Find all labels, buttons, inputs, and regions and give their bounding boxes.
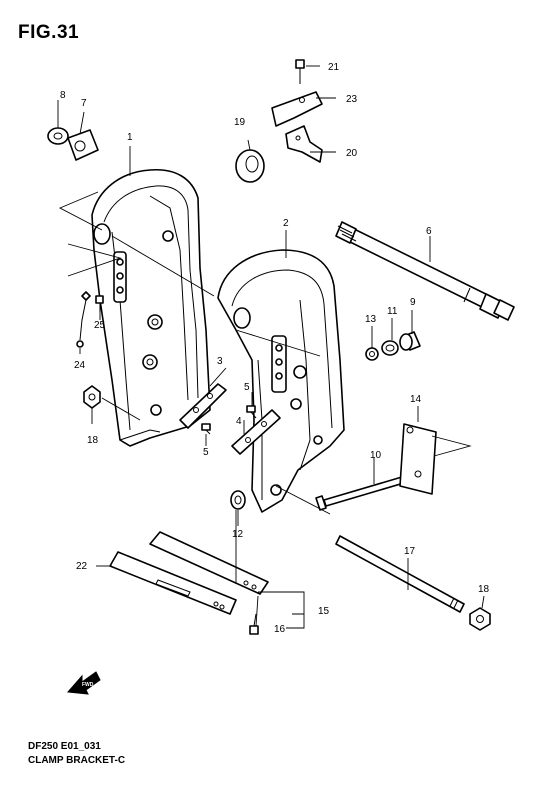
callout-labels: 1 2 3 4 5 5 6 7 8 9 10 11 12 13 14 15 16…	[60, 62, 490, 635]
ground-wire	[76, 291, 91, 348]
clamp-bracket-right	[217, 249, 345, 513]
callout-19: 19	[234, 117, 246, 128]
callout-14: 14	[410, 394, 422, 405]
clamp-bracket-left	[91, 168, 211, 447]
callout-25: 25	[94, 320, 106, 331]
nut-18-right	[469, 607, 491, 631]
bolt-5-lower	[201, 423, 211, 435]
callout-4: 4	[236, 416, 242, 427]
callout-12: 12	[232, 529, 244, 540]
washer-11	[381, 340, 399, 356]
callout-15: 15	[318, 606, 330, 617]
bolt-16	[249, 613, 259, 635]
callout-1: 1	[127, 132, 133, 143]
stopper-plate	[231, 409, 281, 455]
bolt-5-upper	[246, 405, 257, 419]
tilt-tube	[335, 221, 515, 321]
callout-2: 2	[283, 218, 289, 229]
nut-8	[47, 127, 69, 145]
grease-cap	[235, 149, 265, 183]
callout-7: 7	[81, 98, 87, 109]
screw-25	[95, 295, 104, 312]
model-code: DF250 E01_031	[28, 741, 101, 752]
callout-13: 13	[365, 314, 377, 325]
lock-plate	[67, 129, 99, 161]
callout-3: 3	[217, 356, 223, 367]
diagram-name: CLAMP BRACKET-C	[28, 755, 126, 766]
callout-18-right: 18	[478, 584, 490, 595]
anti-slip-pad-22	[109, 551, 237, 615]
spacer-plate	[179, 383, 227, 429]
callout-22: 22	[76, 561, 88, 572]
nut-13	[365, 347, 379, 361]
callout-11: 11	[387, 306, 398, 317]
callout-23: 23	[346, 94, 358, 105]
callout-6: 6	[426, 226, 432, 237]
callout-8: 8	[60, 90, 66, 101]
callout-16: 16	[274, 624, 286, 635]
bushing-9	[399, 331, 421, 351]
callout-17: 17	[404, 546, 416, 557]
callout-5-lower: 5	[203, 447, 209, 458]
anti-slip-pad-15	[149, 531, 269, 595]
plate-14	[399, 423, 437, 495]
nut-18-left	[83, 385, 101, 409]
washer-12	[230, 490, 246, 510]
callout-9: 9	[410, 297, 416, 308]
callout-20: 20	[346, 148, 358, 159]
bolt-10	[315, 473, 415, 511]
callout-21: 21	[328, 62, 340, 73]
forward-arrow-text: FWD	[82, 682, 94, 688]
bracket-23	[271, 91, 323, 127]
callout-24: 24	[74, 360, 86, 371]
callout-10: 10	[370, 450, 382, 461]
assembly-guide-lines	[57, 65, 485, 629]
callout-18-left: 18	[87, 435, 99, 446]
bracket-20	[285, 125, 323, 163]
forward-arrow-icon: FWD	[66, 671, 101, 695]
figure-title: FIG.31	[18, 22, 80, 43]
bolt-21	[295, 59, 305, 84]
callout-5-upper: 5	[244, 382, 250, 393]
tilt-shaft	[335, 535, 465, 613]
